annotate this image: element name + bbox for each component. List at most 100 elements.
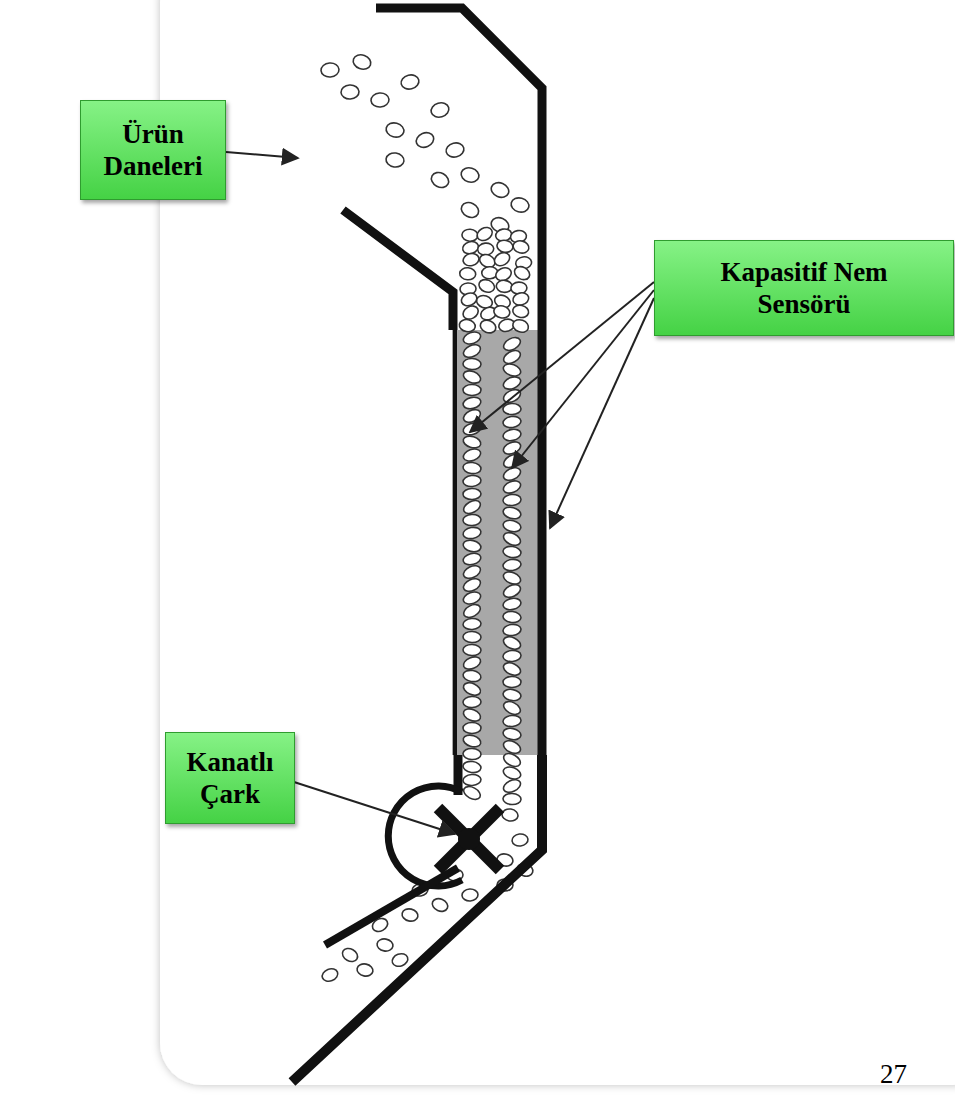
grain <box>459 291 478 308</box>
grain <box>459 200 481 220</box>
grain <box>462 252 480 268</box>
grain <box>461 602 482 620</box>
grain <box>321 62 340 77</box>
grain <box>414 130 436 150</box>
grain <box>502 738 523 756</box>
grain <box>462 590 483 606</box>
grain <box>462 396 482 411</box>
callout-box: Kanatlı Çark <box>165 732 295 824</box>
grain <box>462 330 483 346</box>
grain <box>512 304 530 319</box>
paddle-wheel <box>438 808 500 870</box>
grain <box>502 777 523 795</box>
grain <box>462 889 479 902</box>
grain <box>502 765 523 781</box>
panel <box>160 0 955 1085</box>
grain <box>463 696 481 708</box>
grain <box>502 415 521 429</box>
grain <box>463 748 482 760</box>
grain <box>502 569 523 586</box>
grain <box>502 660 523 677</box>
grain <box>462 229 479 242</box>
grain <box>462 706 483 723</box>
grain <box>458 318 476 333</box>
grain <box>462 760 481 773</box>
grain <box>462 369 483 386</box>
grain <box>462 680 483 697</box>
grain <box>459 166 480 184</box>
grain <box>463 385 481 396</box>
grain <box>489 180 511 200</box>
grain <box>502 362 523 378</box>
grain <box>501 387 522 405</box>
grain <box>502 440 523 457</box>
grain <box>512 291 530 307</box>
grain <box>502 545 521 558</box>
grain <box>461 407 482 425</box>
grain <box>492 250 512 268</box>
grain <box>503 494 522 507</box>
grain <box>501 348 522 366</box>
grain <box>462 539 482 554</box>
grain <box>462 475 481 488</box>
grain <box>512 239 530 255</box>
grain <box>385 152 405 168</box>
page-number: 27 <box>880 1060 907 1090</box>
grain <box>511 833 528 847</box>
grain <box>509 196 530 214</box>
grain <box>462 461 481 474</box>
grain <box>463 644 481 656</box>
grain <box>429 101 450 119</box>
grain <box>401 907 419 922</box>
grain <box>496 239 514 254</box>
callout-text: Kapasitif Nem Sensörü <box>704 256 904 321</box>
grain <box>376 938 394 953</box>
grain <box>502 478 523 495</box>
grain <box>462 733 482 749</box>
grain <box>461 303 481 321</box>
grain <box>462 526 482 540</box>
grain <box>512 264 532 282</box>
grain <box>502 597 522 612</box>
callout-box: Kapasitif Nem Sensörü <box>654 240 954 336</box>
grain <box>340 946 360 964</box>
grain <box>496 280 513 293</box>
grain <box>462 654 483 671</box>
grain <box>493 304 511 319</box>
grain <box>463 514 482 526</box>
grain <box>463 723 481 734</box>
grain <box>463 358 481 370</box>
grain <box>502 518 522 533</box>
grain <box>502 505 522 520</box>
grain <box>502 611 521 624</box>
grain <box>463 774 482 786</box>
grain <box>502 375 523 392</box>
callout-text: Ürün Daneleri <box>90 118 216 183</box>
grain <box>501 751 522 769</box>
grain <box>459 267 476 280</box>
grains <box>320 52 534 983</box>
callout-text: Kanatlı Çark <box>175 746 285 811</box>
grain <box>502 623 521 636</box>
chute-walls <box>292 8 542 1082</box>
grain <box>501 808 519 822</box>
grain <box>501 699 522 717</box>
grain <box>463 631 481 643</box>
grain <box>320 967 339 984</box>
grain <box>503 715 522 728</box>
grain <box>461 498 482 516</box>
grain <box>351 52 373 71</box>
grain <box>503 650 522 663</box>
grain <box>501 582 522 600</box>
grain <box>463 488 481 499</box>
grain <box>462 551 482 566</box>
grain <box>503 793 522 805</box>
grain <box>462 342 483 360</box>
grain <box>477 277 496 294</box>
grain <box>356 963 374 978</box>
grain <box>511 318 530 335</box>
grain <box>462 563 483 581</box>
grain <box>341 85 360 100</box>
grain <box>429 170 451 191</box>
callout-box: Ürün Daneleri <box>80 100 226 200</box>
